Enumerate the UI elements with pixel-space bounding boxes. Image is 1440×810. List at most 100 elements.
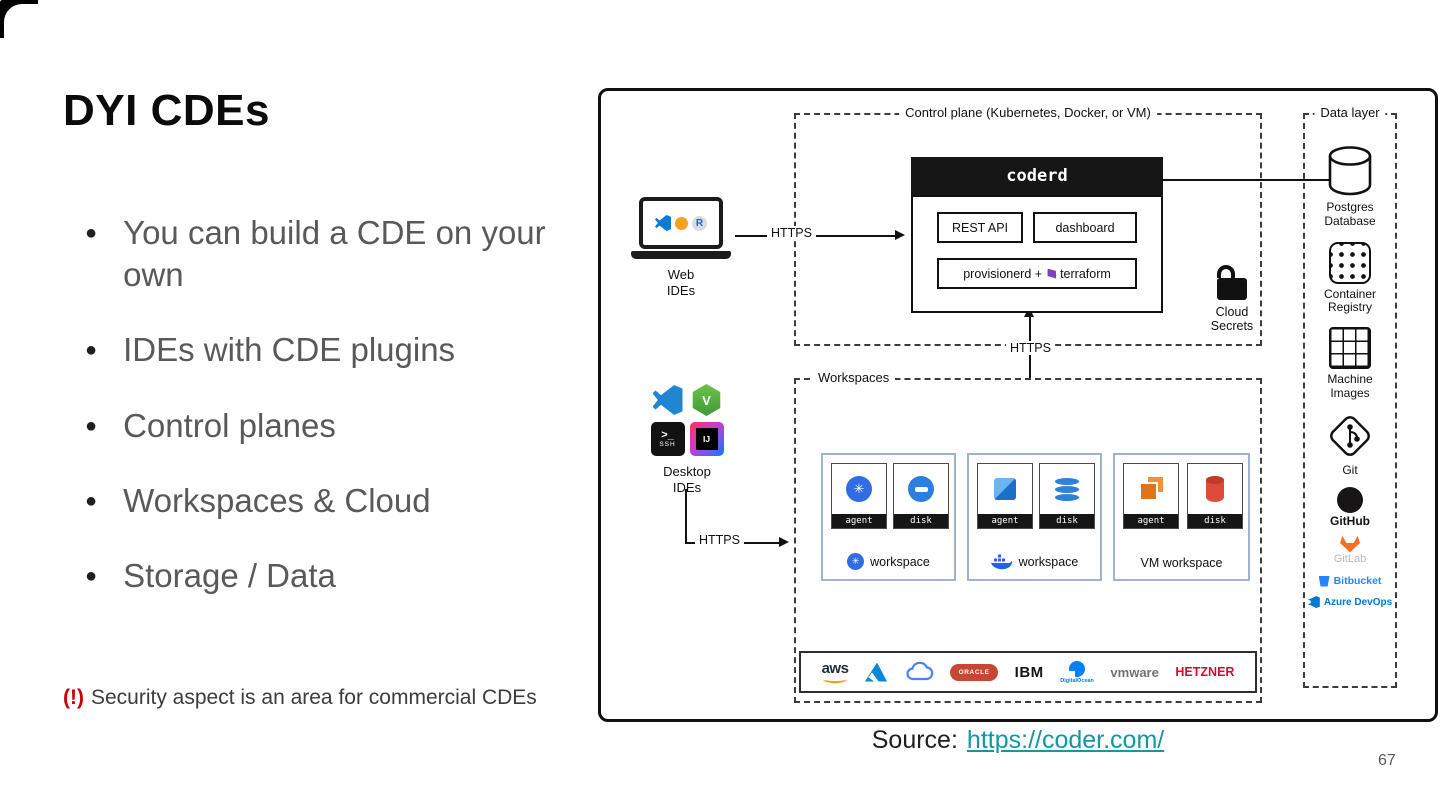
azure-devops-label: Azure DevOps <box>1323 596 1393 608</box>
desktop-ides: V >_SSH IJ Desktop IDEs <box>637 383 737 495</box>
workspace-caption: ✳ workspace <box>823 553 954 570</box>
bitbucket-row: Bitbucket <box>1318 575 1382 588</box>
cloud-secrets: Cloud Secrets <box>1185 265 1279 334</box>
source-link[interactable]: https://coder.com/ <box>966 726 1165 754</box>
web-ides-label: Web IDEs <box>666 267 696 298</box>
azure-devops-icon <box>1307 596 1320 609</box>
https-label-workspaces: HTTPS <box>1006 341 1055 355</box>
agent-label: agent <box>1124 514 1178 528</box>
git-label: Git <box>1342 462 1358 477</box>
bullet-item: IDEs with CDE plugins <box>85 329 565 371</box>
vm-agent-icon <box>1139 477 1163 501</box>
arrowhead-right-icon <box>779 537 789 547</box>
azure-logo <box>864 662 887 682</box>
cloud-providers-box: aws ORACLE IBM DigitalOcean <box>799 651 1257 693</box>
ssh-terminal-icon: >_SSH <box>650 422 685 456</box>
disk-label: disk <box>1188 514 1242 528</box>
vscode-icon <box>655 215 671 231</box>
https-label-web: HTTPS <box>767 226 816 240</box>
workspace-caption-text: workspace <box>1018 555 1079 569</box>
agent-label: agent <box>832 514 886 528</box>
bullet-text: Control planes <box>123 406 336 444</box>
ibm-label: IBM <box>1014 663 1044 681</box>
digitalocean-icon <box>1069 660 1086 677</box>
digitalocean-logo: DigitalOcean <box>1060 660 1094 684</box>
workspaces-box: Workspaces <box>794 370 1262 703</box>
agent-label: agent <box>978 514 1032 528</box>
agent-tile: agent <box>1123 463 1179 529</box>
terraform-label: terraform <box>1060 266 1111 281</box>
docker-icon <box>990 554 1012 570</box>
bullet-item: Control planes <box>85 405 565 447</box>
https-label-desktop: HTTPS <box>695 533 744 547</box>
machine-images-label: Machine Images <box>1327 372 1373 400</box>
container-registry-label: Container Registry <box>1323 286 1377 315</box>
digitalocean-label: DigitalOcean <box>1060 677 1094 684</box>
azure-icon <box>864 662 887 682</box>
coderd-header: coderd <box>911 157 1163 195</box>
kubernetes-icon: ✳ <box>847 553 865 570</box>
disk-tile: disk <box>1187 463 1243 529</box>
container-registry-icon <box>1329 241 1371 284</box>
bitbucket-label: Bitbucket <box>1333 575 1382 588</box>
workspace-caption-text: workspace <box>870 554 930 569</box>
coderd-body: REST API dashboard provisionerd + terraf… <box>911 195 1163 313</box>
rest-api-box: REST API <box>937 212 1023 243</box>
bullet-text: Workspaces & Cloud <box>123 481 431 519</box>
workspace-card-kubernetes: ✳ agent disk ✳ workspace <box>821 453 956 581</box>
google-cloud-logo <box>904 662 934 682</box>
lock-icon <box>1217 265 1247 300</box>
oracle-label: ORACLE <box>950 663 999 681</box>
agent-tile: agent <box>977 463 1033 529</box>
database-disk-icon <box>1055 477 1079 501</box>
web-ides: R Web IDEs <box>627 197 735 298</box>
gitlab-label: GitLab <box>1333 553 1367 566</box>
security-note: (!) Security aspect is an area for commer… <box>63 686 537 710</box>
azure-devops-row: Azure DevOps <box>1307 596 1393 609</box>
source-label: Source: <box>871 726 958 754</box>
vim-icon: V <box>690 383 724 417</box>
note-text: Security aspect is an area for commercia… <box>90 686 537 709</box>
hetzner-label: HETZNER <box>1175 665 1235 679</box>
disk-label: disk <box>894 514 948 528</box>
laptop-icon: R <box>639 197 723 249</box>
postgres-database-icon <box>1328 146 1372 196</box>
data-layer-box: Data layer Postgres Database Container R… <box>1303 105 1397 688</box>
postgres-label: Postgres Database <box>1324 200 1376 228</box>
ide-icon <box>675 216 688 230</box>
https-wire-desktop-v <box>685 489 687 544</box>
desktop-ide-icons: V >_SSH IJ <box>650 383 724 456</box>
vmware-logo: vmware <box>1110 665 1158 680</box>
machine-images-icon <box>1329 327 1371 370</box>
workspace-card-vm: agent disk VM workspace <box>1113 453 1250 581</box>
note-warning-prefix: (!) <box>63 686 84 709</box>
disk-tile: disk <box>1039 463 1095 529</box>
coderd-postgres-wire <box>1161 179 1329 181</box>
github-icon <box>1337 486 1363 513</box>
intellij-icon: IJ <box>689 422 724 456</box>
source-line: Source: https://coder.com/ <box>598 726 1438 755</box>
workspace-caption: workspace <box>969 554 1100 570</box>
workspace-caption-text: VM workspace <box>1140 556 1223 570</box>
r-lang-icon: R <box>692 215 707 231</box>
ibm-logo: IBM <box>1015 664 1044 681</box>
vmware-label: vmware <box>1110 664 1159 680</box>
page-title: DYI CDEs <box>63 86 270 135</box>
github-label: GitHub <box>1330 513 1370 528</box>
architecture-diagram: HTTPS HTTPS HTTPS Control plane (Kuberne… <box>598 88 1438 722</box>
terraform-icon <box>1047 268 1057 279</box>
provisionerd-label: provisionerd + <box>963 266 1043 281</box>
google-cloud-icon <box>905 662 933 681</box>
dashboard-box: dashboard <box>1033 212 1137 243</box>
control-plane-label: Control plane (Kubernetes, Docker, or VM… <box>899 105 1157 120</box>
desktop-ides-label: Desktop IDEs <box>663 464 711 495</box>
aws-logo: aws <box>822 661 849 683</box>
bullet-list: You can build a CDE on your own IDEs wit… <box>85 212 565 630</box>
provisionerd-box: provisionerd + terraform <box>937 258 1137 289</box>
arrowhead-right-icon <box>895 230 905 240</box>
disk-tile: disk <box>893 463 949 529</box>
oracle-logo: ORACLE <box>950 663 999 681</box>
agent-tile: ✳ agent <box>831 463 887 529</box>
vscode-icon <box>651 383 685 417</box>
